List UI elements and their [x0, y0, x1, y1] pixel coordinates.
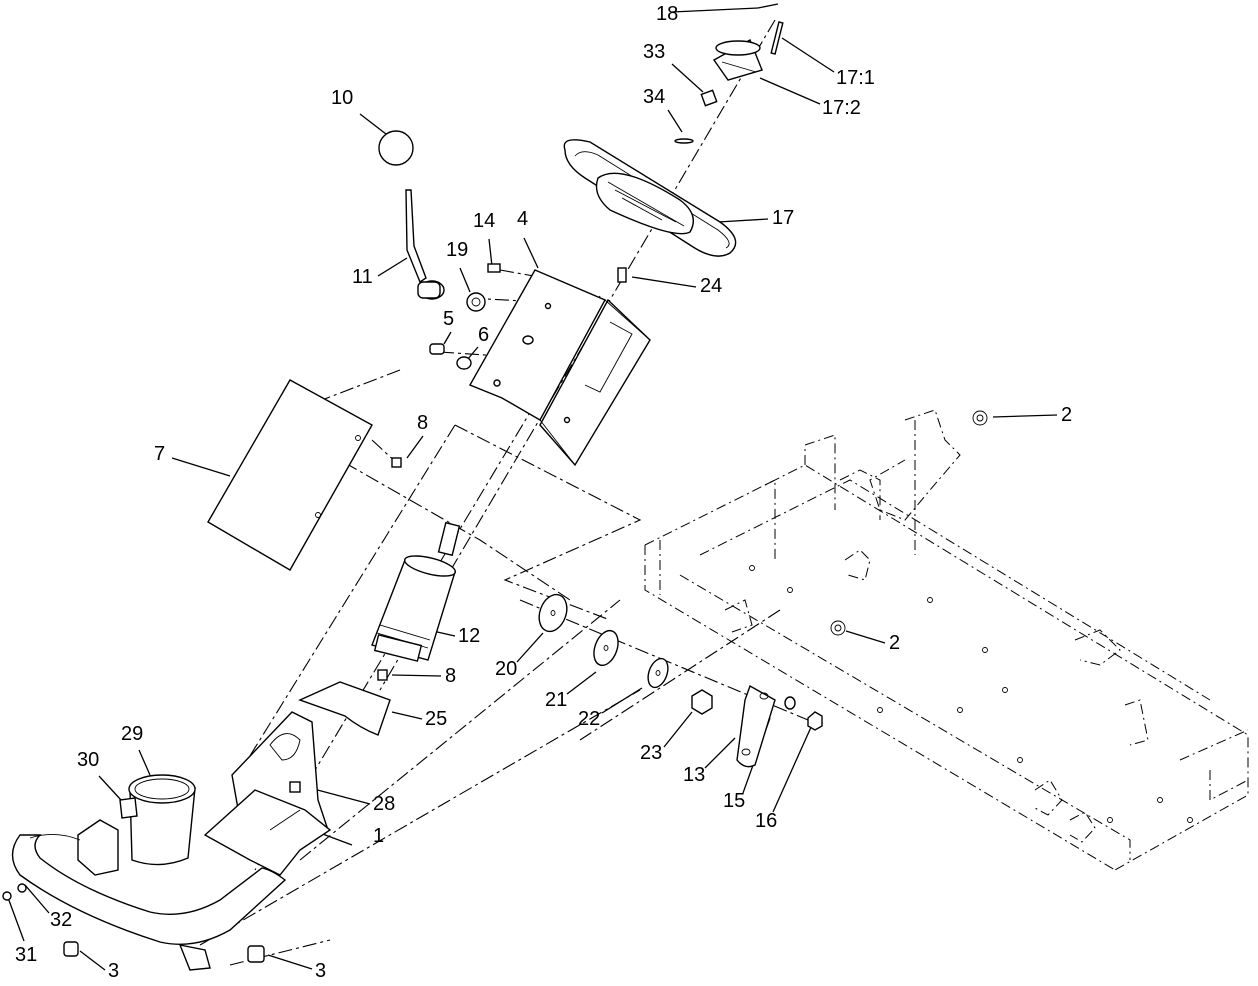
callout-label-c22: 22	[578, 708, 600, 730]
callout-label-c8a: 8	[417, 412, 428, 434]
shield-plate	[298, 681, 391, 736]
callout-label-c2a: 2	[1061, 404, 1072, 426]
callout-label-c19: 19	[446, 239, 468, 261]
callout-label-c34: 34	[643, 86, 665, 108]
callout-label-c18: 18	[656, 3, 678, 25]
callout-label-c10: 10	[331, 87, 353, 109]
washer-stack	[538, 593, 823, 768]
callout-label-c31: 31	[15, 944, 37, 966]
cup-holder	[77, 774, 196, 876]
column-bracket	[429, 263, 651, 467]
callout-label-c33: 33	[643, 41, 665, 63]
callout-label-c30: 30	[77, 749, 99, 771]
callout-label-c14: 14	[473, 210, 495, 232]
callout-label-c3b: 3	[315, 960, 326, 982]
callout-label-c25: 25	[425, 708, 447, 730]
foot-rest-tube	[2, 834, 287, 971]
panel-cover	[207, 379, 402, 571]
steering-wheel	[563, 139, 737, 257]
shift-lever-group	[378, 130, 445, 300]
callout-label-c29: 29	[121, 723, 143, 745]
callout-label-c15: 15	[723, 790, 745, 812]
callout-label-c2b: 2	[889, 632, 900, 654]
callout-label-c5: 5	[443, 308, 454, 330]
callout-label-c32: 32	[50, 909, 72, 931]
callout-label-c4: 4	[517, 208, 528, 230]
callout-label-c1: 1	[373, 825, 384, 847]
callout-label-c13: 13	[683, 764, 705, 786]
callout-label-c12: 12	[458, 625, 480, 647]
callout-label-c3a: 3	[108, 960, 119, 982]
column-support	[203, 711, 332, 876]
steering-cap-group	[674, 3, 784, 144]
tractor-frame-phantom	[644, 409, 1249, 871]
callout-label-c28: 28	[373, 793, 395, 815]
callout-label-c23: 23	[640, 742, 662, 764]
callout-label-c21: 21	[545, 689, 567, 711]
callout-label-c17-2: 17:2	[822, 97, 861, 119]
callout-label-c11: 11	[352, 266, 373, 288]
callout-label-c17-1: 17:1	[836, 67, 875, 89]
callout-label-c7: 7	[154, 443, 165, 465]
callout-label-c24: 24	[700, 275, 722, 297]
steering-motor	[371, 521, 461, 681]
callout-label-c8b: 8	[445, 665, 456, 687]
callout-label-c17: 17	[772, 207, 794, 229]
callout-label-c6: 6	[478, 324, 489, 346]
callout-label-c16: 16	[755, 810, 777, 832]
callout-label-c20: 20	[495, 658, 517, 680]
